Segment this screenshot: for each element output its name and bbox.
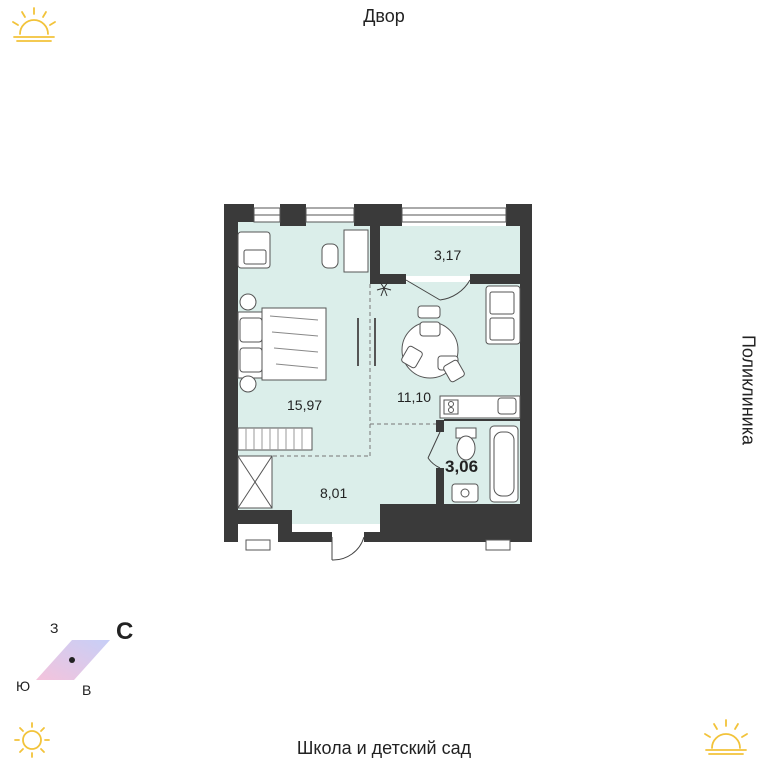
sun-icon-bottom-left (14, 722, 50, 758)
sun-rising-icon-top-left (12, 7, 56, 42)
compass (36, 640, 110, 680)
room-area-8-01: 8,01 (320, 485, 348, 501)
bathroom-door (427, 431, 441, 469)
room-area-3-06: 3,06 (445, 457, 479, 476)
room-area-15-97: 15,97 (287, 397, 323, 413)
compass-west-label: З (50, 620, 59, 636)
furniture (237, 229, 521, 509)
room-area-3-17: 3,17 (434, 247, 462, 263)
balcony-door (405, 279, 471, 301)
compass-north-label: С (116, 618, 134, 645)
orientation-top-label: Двор (363, 6, 405, 26)
sun-rising-icon-bottom-right (704, 719, 748, 755)
walls (224, 204, 532, 542)
compass-east-label: В (82, 682, 92, 698)
orientation-bottom-label: Школа и детский сад (296, 738, 472, 758)
compass-south-label: Ю (16, 678, 31, 694)
room-area-11-10: 11,10 (397, 389, 431, 405)
entrance-door (331, 536, 365, 561)
windows (245, 207, 511, 551)
